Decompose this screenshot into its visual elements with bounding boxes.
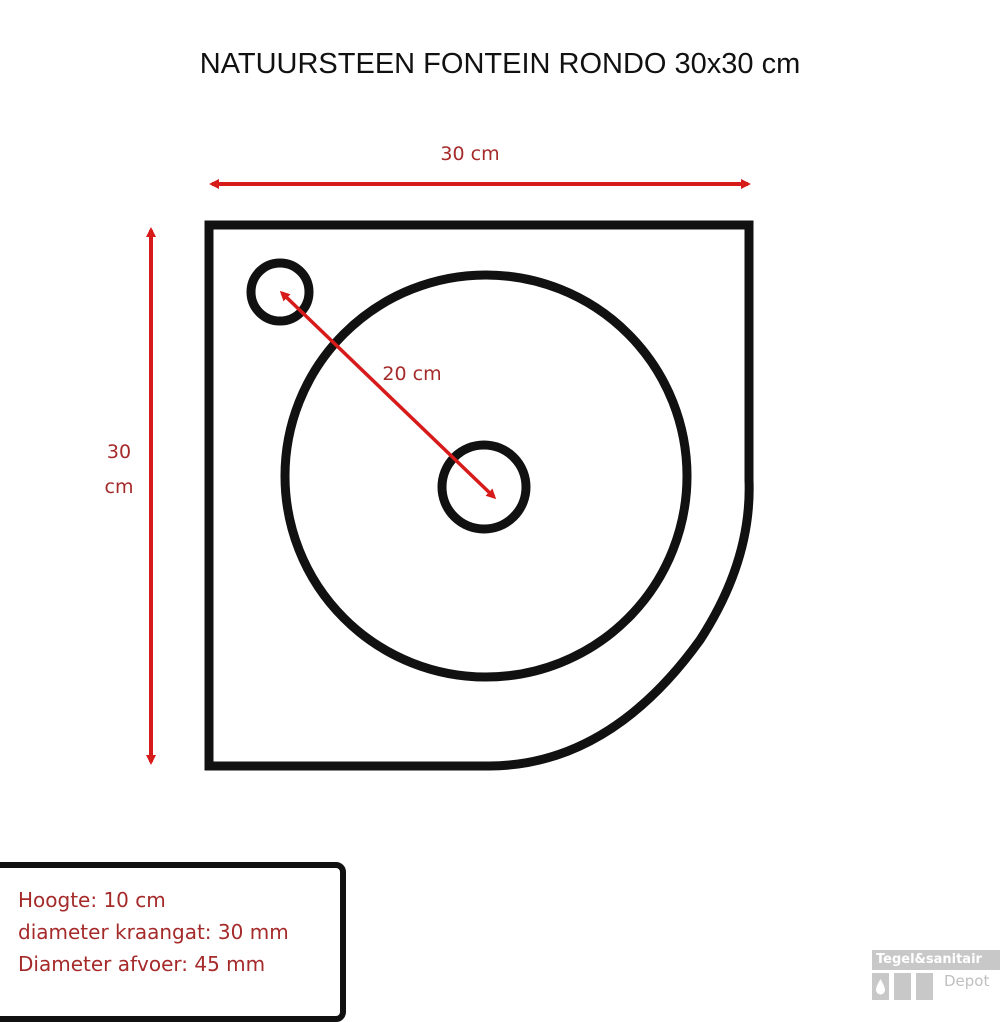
brand-logo: Tegel&sanitair Depot xyxy=(872,950,1000,1000)
basin-outline xyxy=(204,220,754,771)
page-title: NATUURSTEEN FONTEIN RONDO 30x30 cm xyxy=(199,48,801,80)
logo-square xyxy=(916,973,933,1000)
logo-brand-bottom: Depot xyxy=(944,972,990,990)
logo-square xyxy=(894,973,911,1000)
diagonal-dimension-label: 20 cm xyxy=(382,363,441,385)
logo-brand-top: Tegel&sanitair xyxy=(872,950,1000,970)
specifications-list: Hoogte: 10 cm diameter kraangat: 30 mm D… xyxy=(18,884,289,980)
water-drop-icon xyxy=(872,973,889,1000)
basin-drawing: 30 cm 30 cm 20 cm xyxy=(105,143,754,771)
bowl-circle xyxy=(280,270,692,682)
spec-height: Hoogte: 10 cm xyxy=(18,888,166,912)
spec-drain-diameter: Diameter afvoer: 45 mm xyxy=(18,952,266,976)
diagonal-dimension-arrow xyxy=(279,290,497,500)
height-dimension-label-line2: cm xyxy=(105,476,134,498)
height-dimension-label-line1: 30 xyxy=(107,441,131,463)
width-dimension-label: 30 cm xyxy=(440,143,499,165)
spec-tap-hole-diameter: diameter kraangat: 30 mm xyxy=(18,920,289,944)
